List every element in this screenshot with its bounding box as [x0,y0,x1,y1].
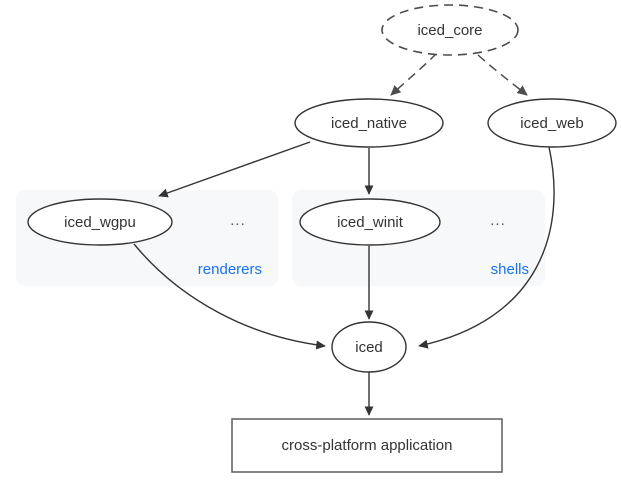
iced-wgpu-label: iced_wgpu [64,214,136,231]
application-label: cross-platform application [282,437,453,454]
iced-core-ellipse[interactable] [381,4,519,56]
node-iced[interactable]: iced [331,321,407,373]
edge-native-to-wgpu [158,141,311,198]
node-iced-wgpu[interactable]: iced_wgpu [27,198,173,246]
iced-winit-ellipse[interactable] [299,198,441,246]
iced-core-label: iced_core [417,22,482,39]
iced-native-ellipse[interactable] [294,98,444,148]
shells-group-label: shells [491,261,529,278]
renderers-more-ellipsis: ... [230,212,246,229]
renderers-group-label: renderers [198,261,262,278]
edge-core-to-web [477,54,528,96]
iced-native-label: iced_native [331,115,407,132]
node-iced-core[interactable]: iced_core [381,4,519,56]
iced-winit-label: iced_winit [337,214,404,231]
edge-wgpu-to-iced [133,243,326,350]
application-box[interactable] [231,418,503,473]
shells-more-ellipsis: ... [490,212,506,229]
edge-web-to-iced [418,146,555,349]
iced-wgpu-ellipse[interactable] [27,198,173,246]
iced-label: iced [355,339,383,356]
node-iced-winit[interactable]: iced_winit [299,198,441,246]
node-iced-native[interactable]: iced_native [294,98,444,148]
iced-web-label: iced_web [520,115,583,132]
node-application[interactable]: cross-platform application [231,418,503,473]
iced-web-ellipse[interactable] [487,98,617,148]
iced-ellipse[interactable] [331,321,407,373]
node-iced-web[interactable]: iced_web [487,98,617,148]
edge-core-to-native [390,52,438,96]
